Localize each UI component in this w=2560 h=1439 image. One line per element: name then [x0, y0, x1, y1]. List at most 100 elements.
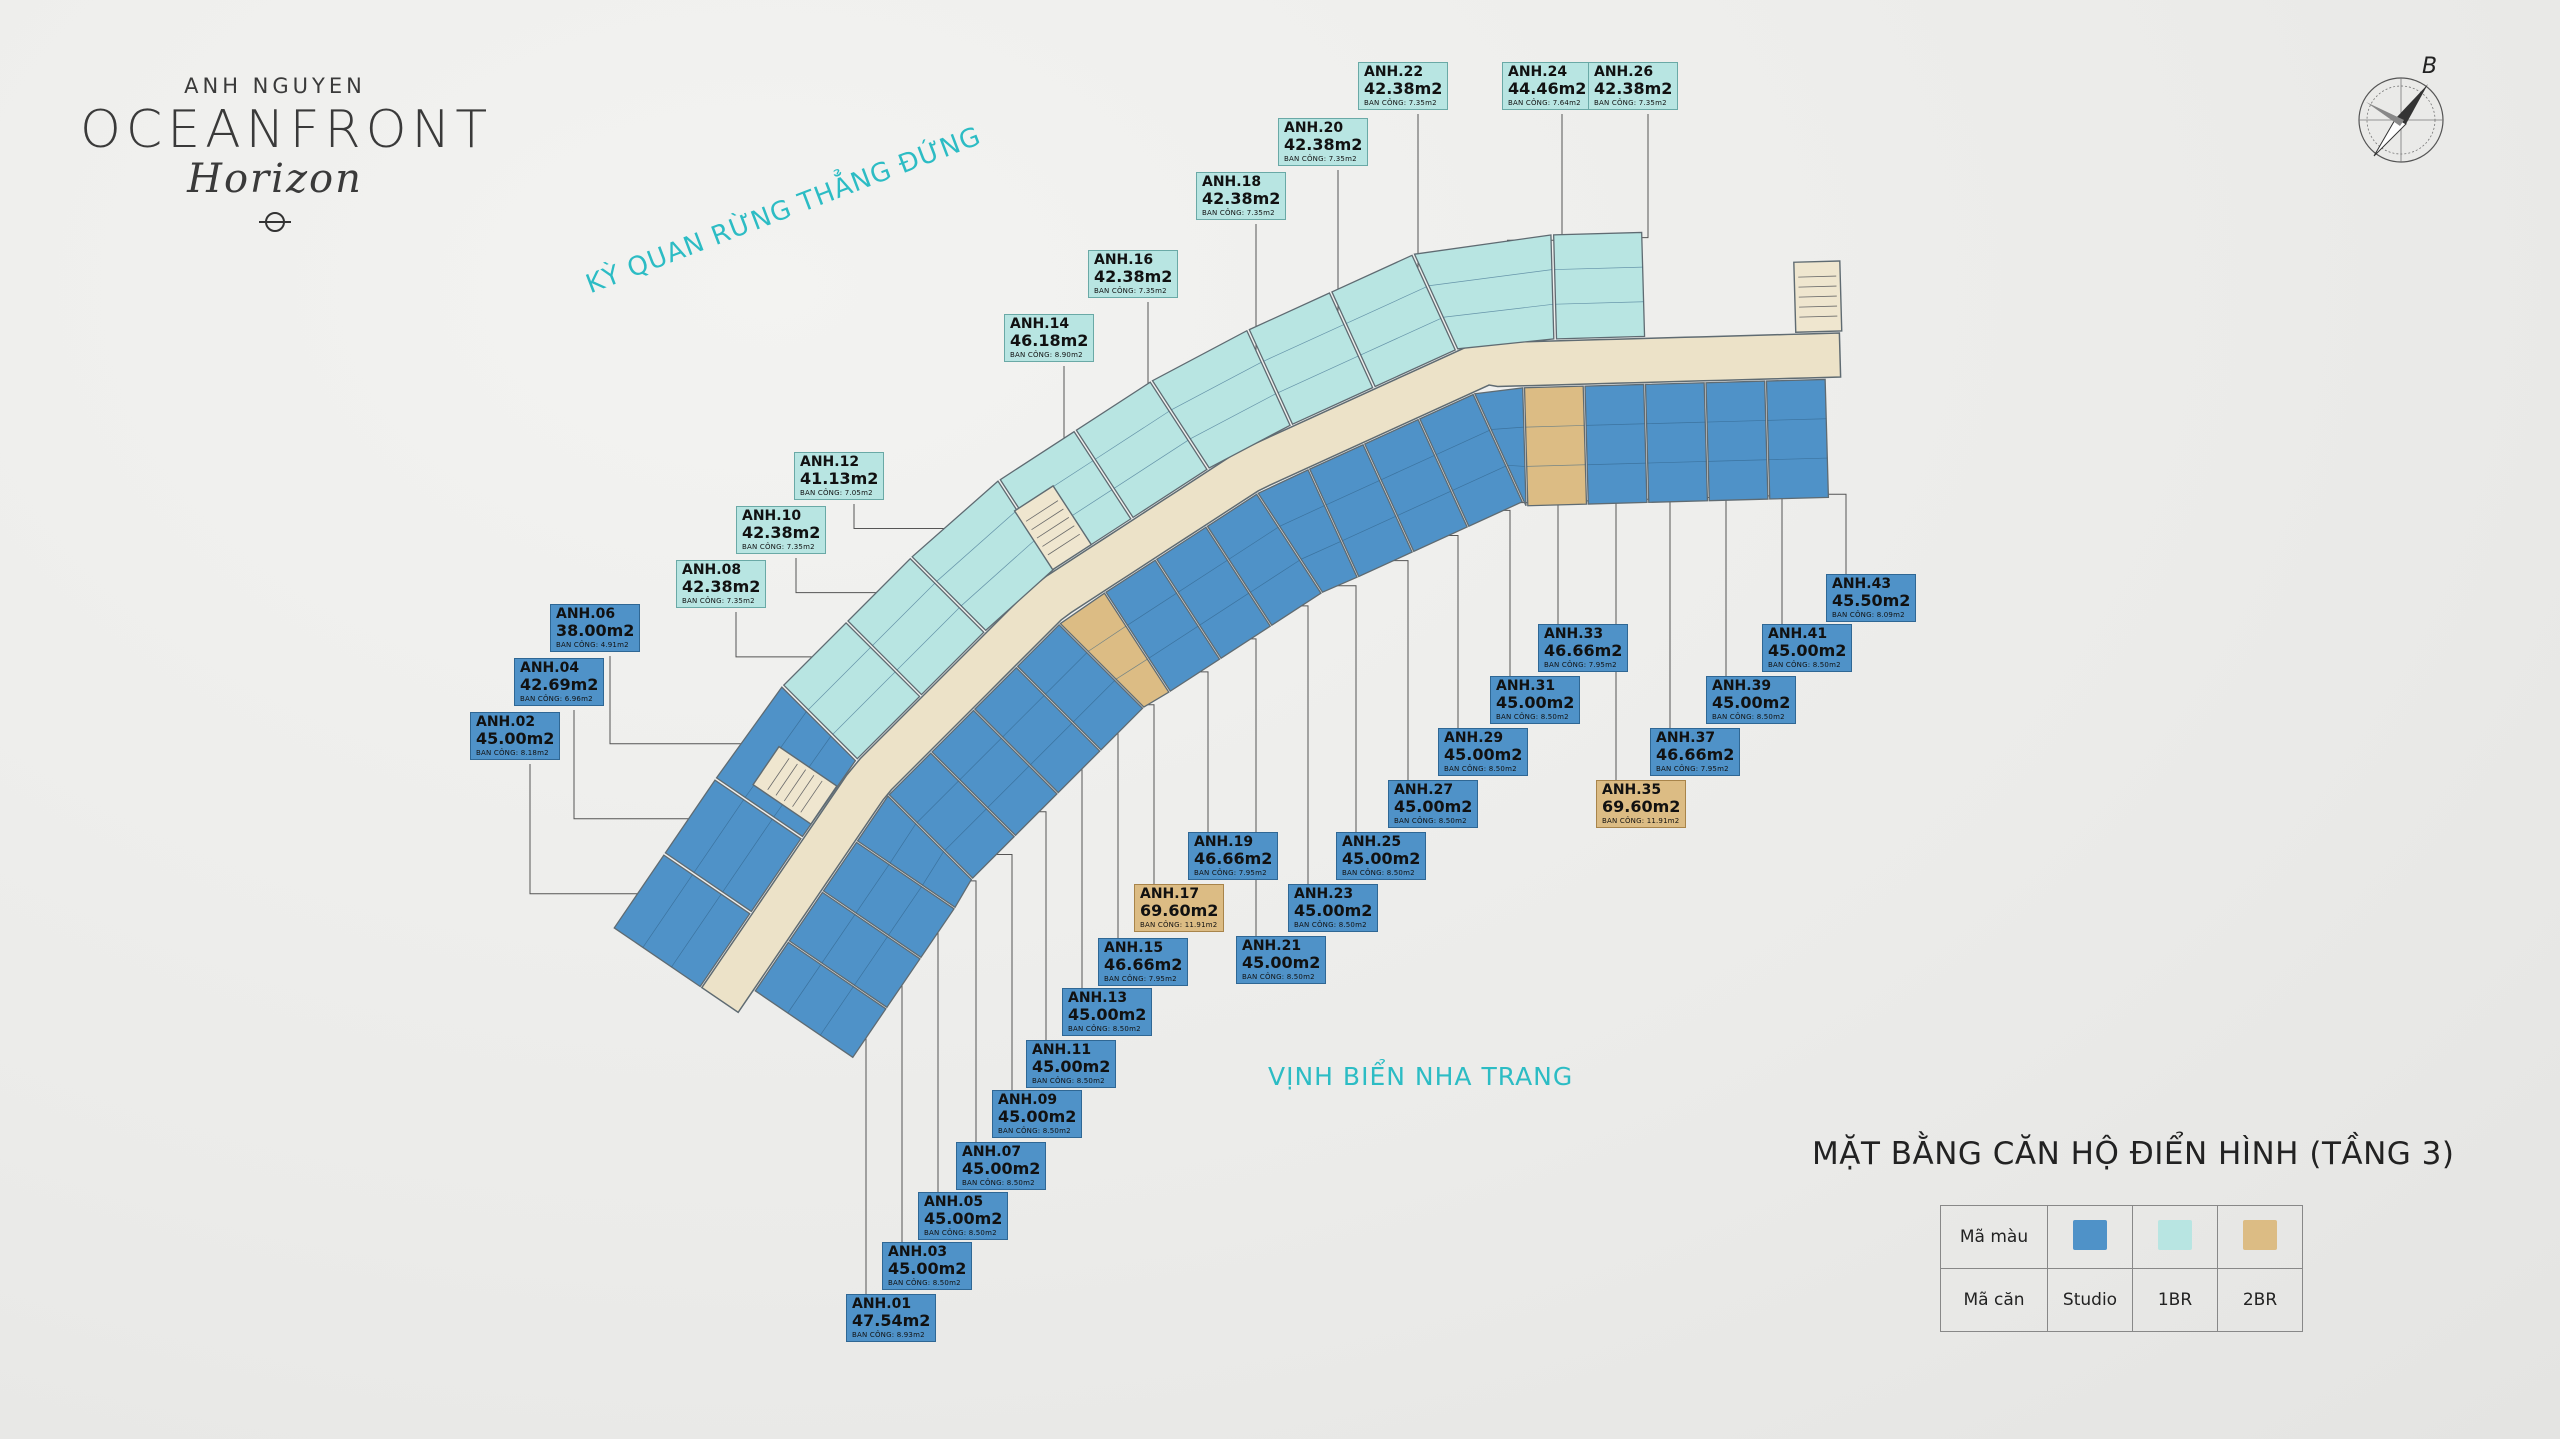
leader-anh-20 — [1291, 170, 1339, 316]
unit-block-anh-33[interactable] — [1473, 387, 1527, 507]
unit-block-anh-29[interactable] — [1363, 418, 1469, 553]
unit-block-anh-02[interactable] — [613, 854, 751, 988]
unit-code: ANH.12 — [800, 454, 860, 470]
unit-block-anh-21[interactable] — [1155, 526, 1272, 660]
unit-block-anh-18[interactable] — [1151, 329, 1291, 469]
unit-code: ANH.43 — [1832, 576, 1892, 592]
unit-block-anh-04[interactable] — [664, 779, 802, 913]
unit-balcony: BAN CÔNG: 7.35m2 — [1594, 99, 1667, 107]
view-label-sea: VỊNH BIỂN NHA TRANG — [1268, 1062, 1574, 1091]
unit-block-anh-05[interactable] — [822, 841, 955, 959]
leader-anh-03 — [900, 980, 903, 1242]
unit-block-anh-35[interactable] — [1523, 385, 1588, 507]
unit-block-anh-31[interactable] — [1418, 393, 1524, 528]
unit-balcony: BAN CÔNG: 7.95m2 — [1656, 765, 1729, 773]
unit-block-anh-39[interactable] — [1644, 382, 1709, 504]
unit-block-anh-08[interactable] — [782, 621, 921, 760]
unit-blocks — [613, 231, 1842, 1059]
unit-block-anh-27[interactable] — [1308, 443, 1413, 578]
unit-block-anh-13[interactable] — [973, 666, 1101, 794]
unit-block-anh-03[interactable] — [788, 891, 921, 1009]
unit-block-anh-23[interactable] — [1206, 493, 1322, 627]
unit-block-anh-15[interactable] — [1016, 623, 1144, 751]
unit-block-anh-24[interactable] — [1413, 234, 1555, 350]
leader-anh-02 — [529, 764, 643, 895]
unit-block-anh-25[interactable] — [1257, 469, 1358, 594]
brand-prefix: ANH NGUYEN — [184, 74, 366, 98]
unit-block-anh-07[interactable] — [856, 794, 973, 909]
unit-code: ANH.06 — [556, 606, 616, 622]
unit-code: ANH.18 — [1202, 174, 1262, 190]
leader-anh-43 — [1798, 493, 1847, 574]
service-cores — [752, 260, 1843, 826]
unit-block-anh-10[interactable] — [847, 557, 985, 696]
unit-block-anh-22[interactable] — [1331, 254, 1457, 388]
leader-anh-41 — [1738, 495, 1783, 624]
legend-swatch-studio — [2047, 1205, 2133, 1269]
unit-code: ANH.19 — [1194, 834, 1254, 850]
unit-block-anh-26[interactable] — [1552, 231, 1646, 340]
unit-block-anh-17[interactable] — [1059, 592, 1170, 708]
unit-block-anh-41[interactable] — [1705, 380, 1769, 502]
unit-block-anh-19[interactable] — [1105, 559, 1221, 693]
unit-code: ANH.39 — [1712, 678, 1772, 694]
leader-anh-31 — [1493, 509, 1511, 676]
unit-area: 44.46m2 — [1508, 79, 1587, 98]
unit-block-anh-43[interactable] — [1765, 378, 1830, 500]
unit-block-anh-01[interactable] — [754, 941, 887, 1059]
unit-block-anh-37[interactable] — [1584, 383, 1648, 505]
unit-area: 41.13m2 — [800, 469, 879, 488]
unit-block-anh-20[interactable] — [1248, 292, 1374, 426]
unit-block-anh-16[interactable] — [1075, 381, 1208, 519]
unit-balcony: BAN CÔNG: 7.35m2 — [742, 543, 815, 551]
unit-area: 45.00m2 — [888, 1259, 967, 1278]
legend-swatch-1br — [2132, 1205, 2218, 1269]
unit-area: 69.60m2 — [1140, 901, 1219, 920]
unit-balcony: BAN CÔNG: 8.50m2 — [1712, 713, 1785, 721]
unit-block-anh-09[interactable] — [888, 752, 1016, 880]
unit-balcony: BAN CÔNG: 8.50m2 — [962, 1179, 1035, 1187]
leader-anh-12 — [853, 504, 947, 529]
unit-block-anh-11[interactable] — [931, 709, 1058, 837]
unit-balcony: BAN CÔNG: 8.50m2 — [1768, 661, 1841, 669]
unit-area: 46.66m2 — [1104, 955, 1183, 974]
unit-area: 45.00m2 — [1768, 641, 1847, 660]
